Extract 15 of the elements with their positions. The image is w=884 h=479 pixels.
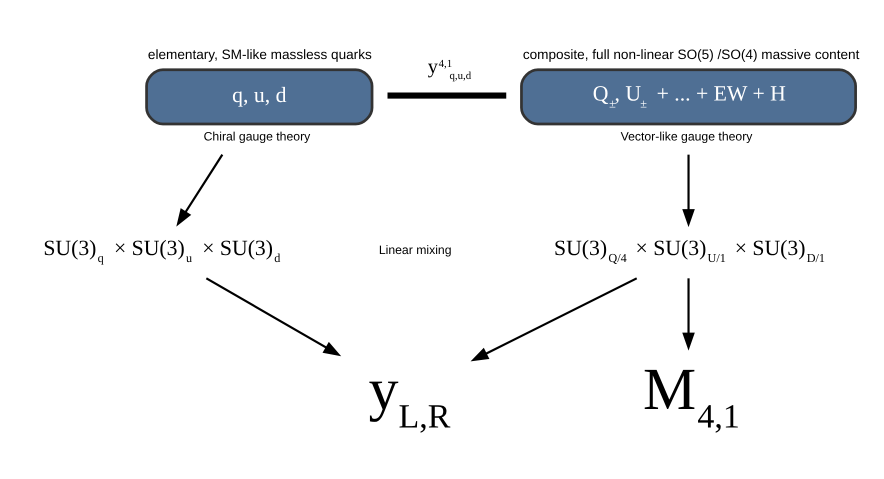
connector — [388, 92, 506, 99]
arrow — [682, 154, 695, 228]
node-label: Vector-like gauge theory — [620, 130, 752, 144]
node-text: y$_{L,R}$ — [368, 356, 450, 436]
arrow — [470, 277, 638, 362]
arrow — [682, 278, 695, 351]
node-label: composite, full non-linear SO(5) /SO(4) massive content — [522, 46, 860, 62]
node-text: SU(3)$_{q}$ × SU(3)$_{u}$ × SU(3)$_{d}$ — [43, 236, 280, 265]
node-text: M$_{4,1}$ — [643, 356, 740, 436]
arrow — [176, 154, 224, 227]
label: Linear mixing — [378, 243, 452, 258]
node-label: Chiral gauge theory — [204, 130, 310, 144]
node-text: SU(3)$_{Q/4}$ × SU(3)$_{U/1}$ × SU(3)$_{D/1}$ — [554, 236, 826, 265]
node-label: elementary, SM-like massless quarks — [148, 46, 372, 62]
arrow — [206, 277, 342, 356]
